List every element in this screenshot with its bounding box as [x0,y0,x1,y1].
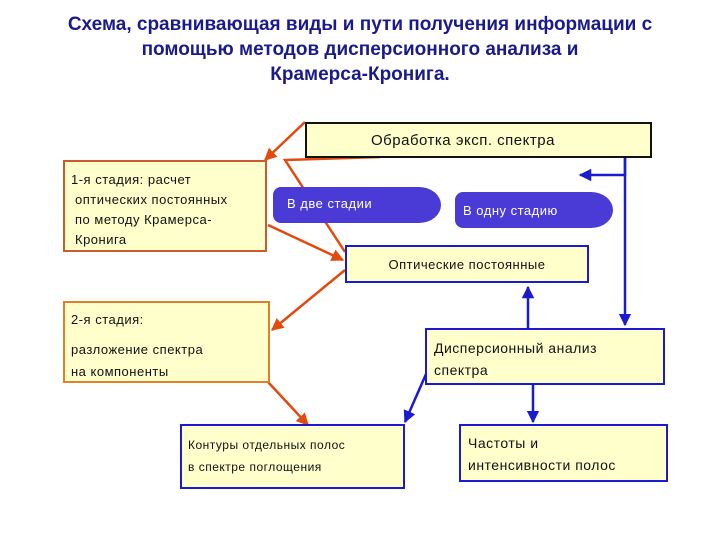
contours-box: Контуры отдельных полос в спектре поглощ… [180,424,405,489]
dispersion-box: Дисперсионный анализ спектра [425,328,665,385]
title-line-1: Схема, сравнивающая виды и пути получени… [67,14,653,35]
two-stages-label: В две стадии [287,196,373,211]
contours-line-1: Контуры отдельных полос [188,438,346,452]
diagram-title: Схема, сравнивающая виды и пути получени… [0,12,720,87]
dispersion-line-1: Дисперсионный анализ [434,340,598,356]
arrow-stage1-to-optical [267,223,345,262]
dispersion-line-2: спектра [434,362,489,378]
stage1-box: 1-я стадия: расчет оптических постоянных… [63,160,267,252]
stage1-line-3: по методу Крамерса- [75,212,213,227]
stage2-line-3: на компоненты [71,364,169,379]
one-stage-label: В одну стадию [463,203,558,218]
stage1-line-1: 1-я стадия: расчет [71,172,192,187]
stage1-line-4: Кронига [75,232,127,247]
arrow-processing-to-one-stage [578,158,627,182]
stage2-line-2: разложение спектра [71,342,204,357]
optical-constants-box: Оптические постоянные [345,245,589,283]
frequencies-box: Частоты и интенсивности полос [459,424,668,482]
title-line-2: помощью методов дисперсионного анализа и [141,39,579,60]
title-line-3: Крамерса-Кронига. [270,64,450,85]
frequencies-line-2: интенсивности полос [468,457,616,473]
stage1-line-2: оптических постоянных [75,192,228,207]
processing-label: Обработка эксп. спектра [371,132,555,149]
contours-line-2: в спектре поглощения [188,460,322,474]
stage2-box: 2-я стадия: разложение спектра на компон… [63,301,270,383]
arrow-stage2-to-contours [267,381,309,426]
one-stage-tag: В одну стадию [455,192,613,228]
arrow-processing-to-stage1 [264,121,306,161]
processing-box: Обработка эксп. спектра [305,122,652,158]
two-stages-tag: В две стадии [273,187,441,223]
optical-constants-label: Оптические постоянные [388,257,546,272]
frequencies-line-1: Частоты и [468,435,539,451]
arrow-optical-to-stage2 [271,269,346,331]
stage2-line-1: 2-я стадия: [71,312,144,327]
